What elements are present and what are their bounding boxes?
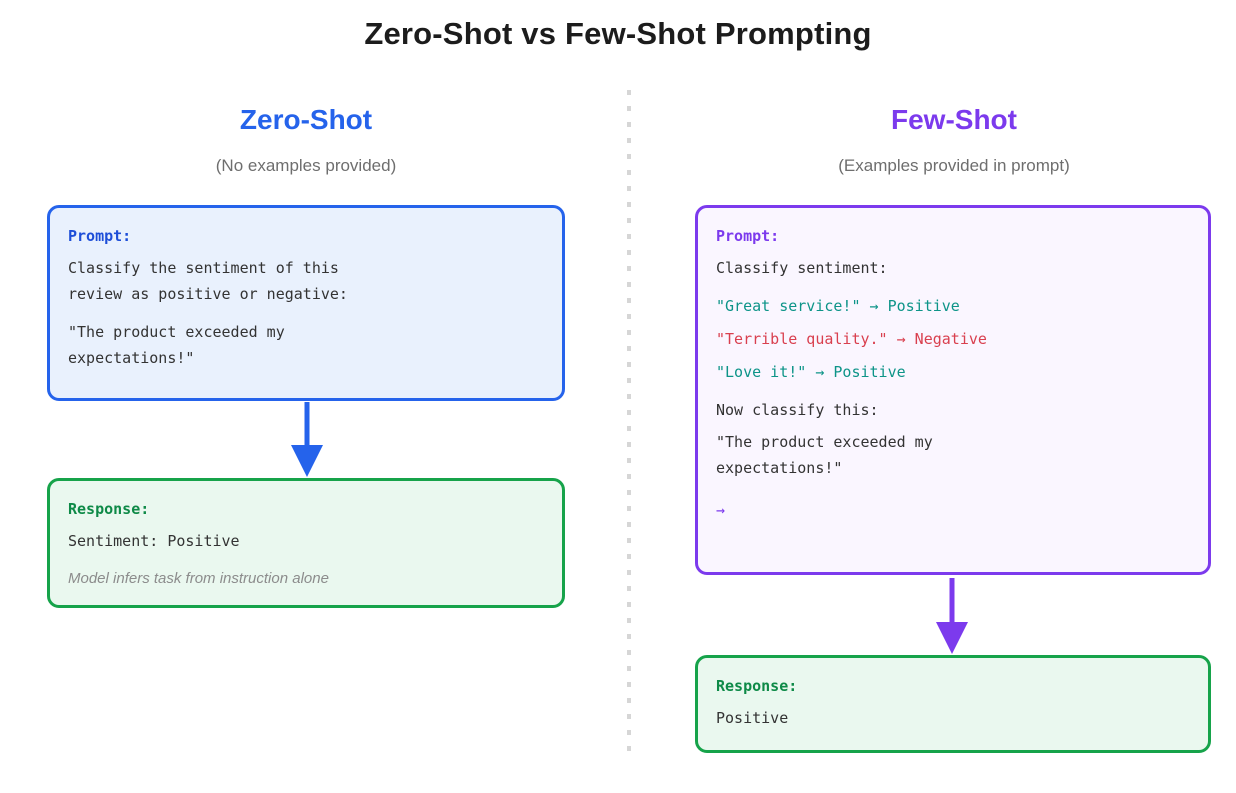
diagram-title: Zero-Shot vs Few-Shot Prompting [364, 16, 872, 51]
column-divider [627, 90, 631, 762]
example-negative: "Terrible quality." → Negative [716, 330, 987, 348]
down-arrow-icon [291, 402, 323, 477]
few-shot-heading: Few-Shot [891, 104, 1017, 135]
prompt-label: Prompt: [716, 227, 780, 245]
zero-shot-response-box: Response: Sentiment: Positive Model infe… [47, 478, 565, 608]
zero-shot-subtitle: (No examples provided) [215, 156, 397, 175]
example-positive: "Love it!" → Positive [716, 363, 906, 381]
arrow-cursor-glyph: → [716, 501, 726, 519]
example-positive: "Great service!" → Positive [716, 297, 960, 315]
few-shot-prompt-box: Prompt: Classify sentiment: "Great servi… [695, 205, 1211, 575]
zero-shot-heading: Zero-Shot [239, 104, 373, 135]
zero-shot-prompt-box: Prompt: Classify the sentiment of this r… [47, 205, 565, 401]
prompt-instruction: Classify the sentiment of this review as… [68, 259, 348, 303]
example-list: "Great service!" → Positive "Terrible qu… [716, 293, 1190, 385]
down-arrow-icon [936, 578, 968, 654]
response-output: Sentiment: Positive [68, 532, 240, 550]
response-output: Positive [716, 709, 789, 727]
few-shot-subtitle: (Examples provided in prompt) [838, 156, 1070, 175]
response-label: Response: [68, 500, 150, 518]
prompt-label: Prompt: [68, 227, 132, 245]
prompt-input-text: "The product exceeded my expectations!" [716, 433, 933, 477]
response-note: Model infers task from instruction alone [68, 570, 329, 587]
response-label: Response: [716, 677, 798, 695]
prompt-task: Now classify this: [716, 401, 879, 419]
few-shot-response-box: Response: Positive [695, 655, 1211, 753]
prompt-instruction: Classify sentiment: [716, 259, 888, 277]
prompt-input-text: "The product exceeded my expectations!" [68, 323, 285, 367]
